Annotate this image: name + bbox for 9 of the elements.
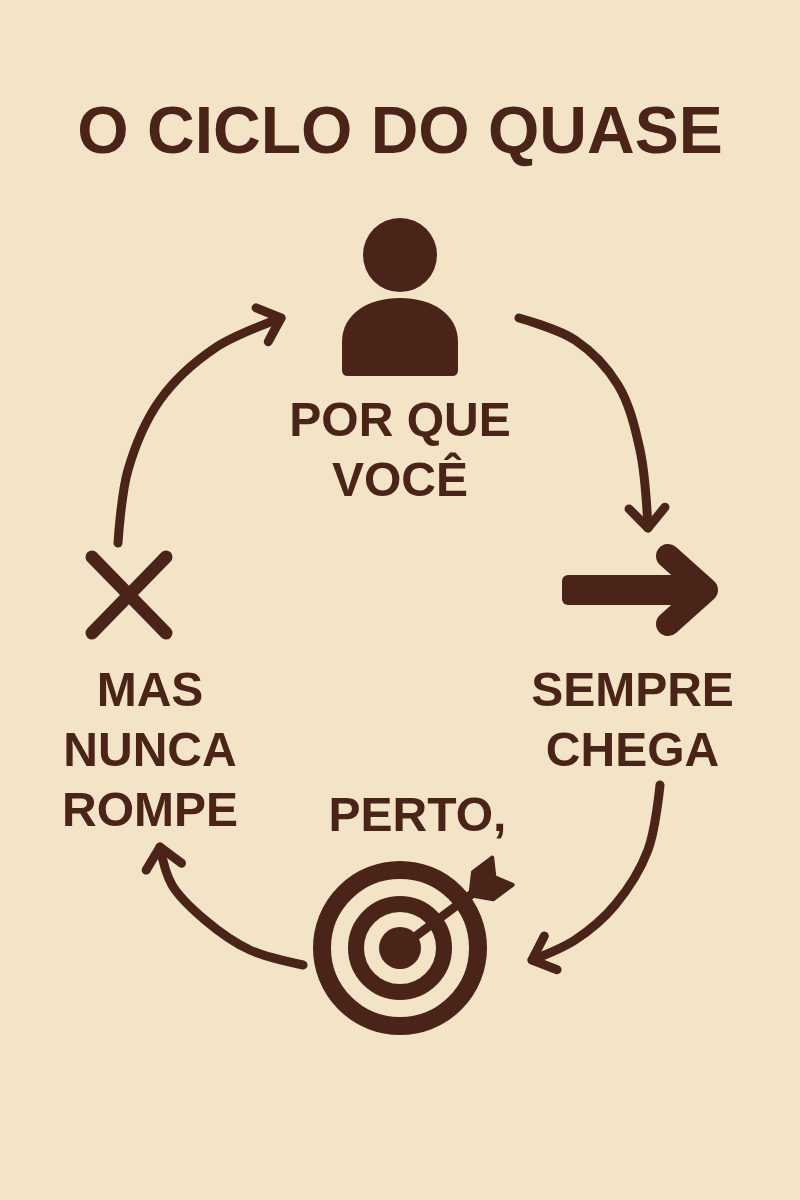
step-label: PERTO, xyxy=(327,787,508,843)
curved-arrow xyxy=(514,313,670,533)
title: O CICLO DO QUASE xyxy=(77,92,723,169)
curved-arrow xyxy=(141,842,308,970)
step-label: MAS NUNCA ROMPE xyxy=(61,662,239,838)
step-label: POR QUE VOCÊ xyxy=(288,392,512,508)
curved-arrow xyxy=(527,780,665,975)
curved-arrow xyxy=(113,303,286,548)
step-label: SEMPRE CHEGA xyxy=(530,662,735,778)
